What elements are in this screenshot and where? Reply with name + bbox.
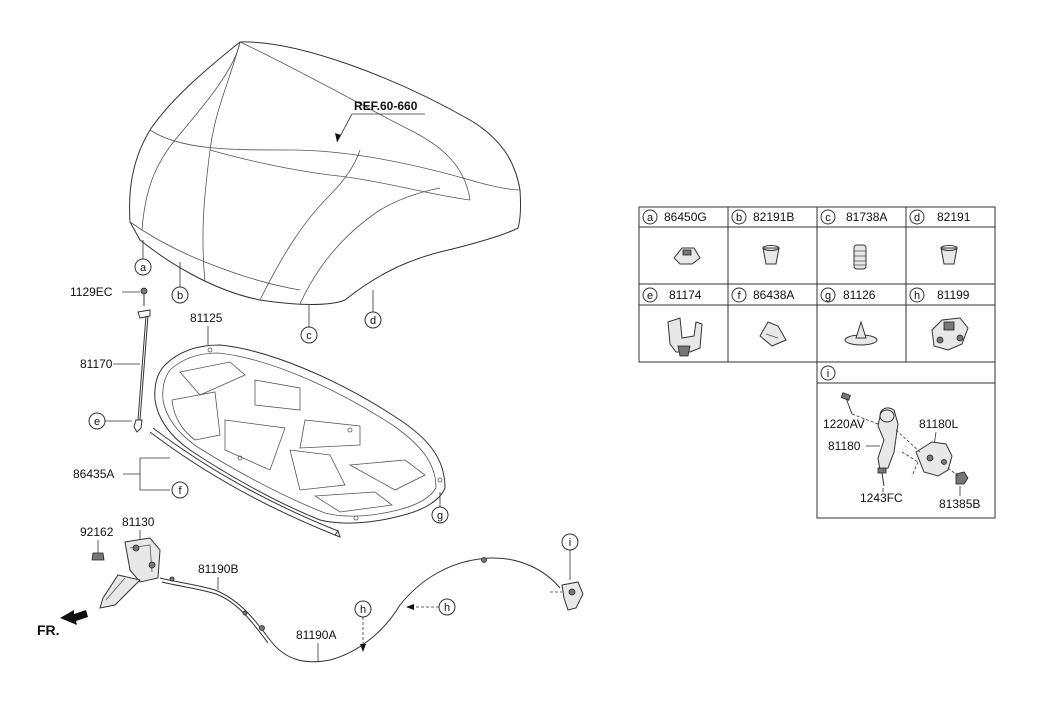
detail-i-box: i 1220AV 81180 81180L 1243FC 81385B: [816, 361, 996, 519]
part-81180l-label: 81180L: [919, 417, 958, 431]
part-82191b-icon: [762, 245, 780, 265]
table-cell-f-part: 86438A: [753, 288, 794, 302]
table-cell-d-letter: d: [914, 212, 920, 224]
table-cell-h: h 81199: [909, 287, 970, 303]
table-cell-b-part: 82191B: [753, 210, 794, 224]
hood-insulator: 81125 g: [154, 311, 449, 524]
table-cell-f: f 86438A: [731, 287, 794, 303]
part-86435a-label: 86435A: [73, 467, 114, 481]
part-81180-label: 81180: [828, 439, 861, 453]
hood-callouts: a b c d: [134, 240, 382, 344]
hood-weatherstrip: 86435A f: [73, 427, 341, 538]
table-cell-c-part: 81738A: [846, 210, 887, 224]
callout-e-text: e: [94, 416, 100, 428]
callout-c-text: c: [306, 330, 312, 342]
table-cell-g-part: 81126: [843, 288, 876, 302]
callout-h-right-text: h: [444, 602, 450, 614]
part-81199-icon: [931, 317, 969, 351]
callout-b: [171, 286, 189, 304]
front-label: FR.: [37, 622, 60, 638]
callout-b-text: b: [177, 290, 183, 302]
front-arrow-icon: [60, 610, 88, 625]
callout-a: [134, 258, 152, 276]
part-81738a-icon: [853, 244, 867, 270]
parts-table: a 86450G b 82191B c 81738A d 82191: [638, 206, 996, 363]
part-81190a-label: 81190A: [296, 628, 336, 642]
part-81126-icon: [844, 320, 878, 346]
callout-f: [171, 481, 189, 499]
table-cell-b: b 82191B: [731, 209, 794, 225]
table-cell-h-letter: h: [914, 290, 920, 302]
table-cell-c-letter: c: [825, 212, 831, 224]
table-cell-d-part: 82191: [937, 210, 971, 224]
part-81190b-label: 81190B: [198, 562, 238, 576]
table-cell-g-letter: g: [825, 290, 831, 302]
detail-i-letter: i: [827, 368, 829, 380]
table-cell-c: c 81738A: [820, 209, 887, 225]
callout-g-text: g: [437, 510, 443, 522]
table-cell-f-letter: f: [737, 290, 741, 302]
callout-d-text: d: [370, 315, 376, 327]
part-81385b-label: 81385B: [939, 497, 980, 511]
table-cell-b-letter: b: [736, 212, 742, 224]
part-86450g-icon: [673, 247, 701, 265]
table-cell-g: g 81126: [820, 287, 876, 303]
release-handle: i: [550, 533, 584, 611]
callout-g: [431, 506, 449, 524]
table-cell-a-letter: a: [647, 212, 654, 224]
part-81130-label: 81130: [122, 515, 155, 529]
part-1243fc-label: 1243FC: [860, 491, 903, 505]
part-86438a-icon: [759, 321, 787, 347]
front-direction-indicator: FR.: [37, 610, 88, 638]
table-cell-a-part: 86450G: [664, 210, 707, 224]
callout-d: [364, 311, 382, 329]
callout-a-text: a: [140, 262, 147, 274]
part-81174-icon: [667, 317, 703, 357]
hood-stay-rod: 1129EC 81170 e: [70, 285, 151, 433]
table-cell-e-letter: e: [647, 290, 653, 302]
callout-c: [300, 326, 318, 344]
table-cell-a: a 86450G: [642, 209, 707, 225]
table-cell-e: e 81174: [642, 287, 702, 303]
part-81125-label: 81125: [190, 311, 223, 325]
hood-panel: REF.60-660: [129, 41, 522, 305]
callout-f-text: f: [178, 485, 182, 497]
hood-latch: 92162 81130: [80, 515, 161, 609]
callout-i-text: i: [569, 537, 571, 549]
table-cell-h-part: 81199: [937, 288, 970, 302]
callout-h-left-text: h: [360, 604, 366, 616]
release-cables: 81190B 81190A h h: [159, 557, 561, 663]
part-92162-label: 92162: [80, 525, 114, 539]
ref-label: REF.60-660: [354, 99, 418, 113]
part-1129ec-label: 1129EC: [70, 285, 113, 299]
part-81170-label: 81170: [80, 357, 113, 371]
table-cell-d: d 82191: [909, 209, 971, 225]
part-82191-icon: [940, 245, 958, 265]
part-1220av-label: 1220AV: [823, 417, 865, 431]
table-cell-e-part: 81174: [669, 288, 702, 302]
